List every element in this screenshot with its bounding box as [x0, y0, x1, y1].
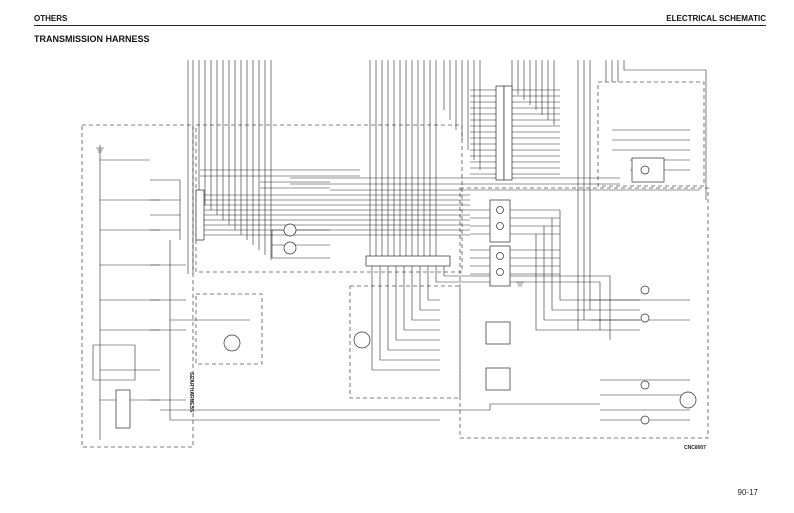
harness-boundaries: [81, 81, 709, 448]
upper-right-relay: [631, 157, 665, 183]
sensor-lower-left: [223, 334, 241, 352]
gear-switch-box: [115, 389, 131, 429]
terminal-strip: [365, 255, 451, 267]
lower-left-module-boundary: [195, 293, 263, 365]
lamp-center-b: [283, 241, 297, 255]
section-header-right: ELECTRICAL SCHEMATIC: [666, 14, 766, 23]
lamp-right-2: [496, 222, 504, 230]
lower-center-module-boundary: [349, 285, 461, 399]
wiring: [92, 60, 707, 440]
header-rule: [34, 25, 766, 26]
lamp-center-a: [283, 223, 297, 237]
sensor-lower-center: [353, 331, 371, 349]
lower-center-relay-a: [485, 321, 511, 345]
ground-symbols: [96, 147, 524, 287]
section-header-left: OTHERS: [34, 14, 68, 23]
connector-right-b: [503, 85, 513, 181]
lamp-far-right-4: [640, 415, 650, 425]
lamp-upper-right: [640, 165, 650, 175]
right-relay-block-b: [489, 245, 511, 287]
page-title: TRANSMISSION HARNESS: [34, 34, 150, 44]
lamp-right-1: [496, 206, 504, 214]
center-connector-boundary: [195, 124, 463, 273]
lamp-far-right-1: [640, 285, 650, 295]
connector-blocks: [115, 85, 665, 429]
upper-right-module-boundary: [597, 81, 705, 187]
lamp-right-4: [496, 268, 504, 276]
lamp-far-right-3: [640, 380, 650, 390]
lamp-right-3: [496, 252, 504, 260]
gear-harness-label: GEAR HARNESS: [188, 372, 194, 413]
connector-left: [195, 189, 205, 241]
connector-right-a: [495, 85, 505, 181]
gear-harness-boundary: [81, 124, 194, 448]
sensor-right-bottom: [679, 391, 697, 409]
lamp-far-right-2: [640, 313, 650, 323]
lamps: [223, 165, 697, 425]
lower-center-relay-b: [485, 367, 511, 391]
right-relay-block-a: [489, 199, 511, 243]
right-panel-boundary: [459, 187, 709, 439]
figure-code: CNC8007: [684, 445, 706, 451]
page-number: 90-17: [737, 488, 758, 497]
